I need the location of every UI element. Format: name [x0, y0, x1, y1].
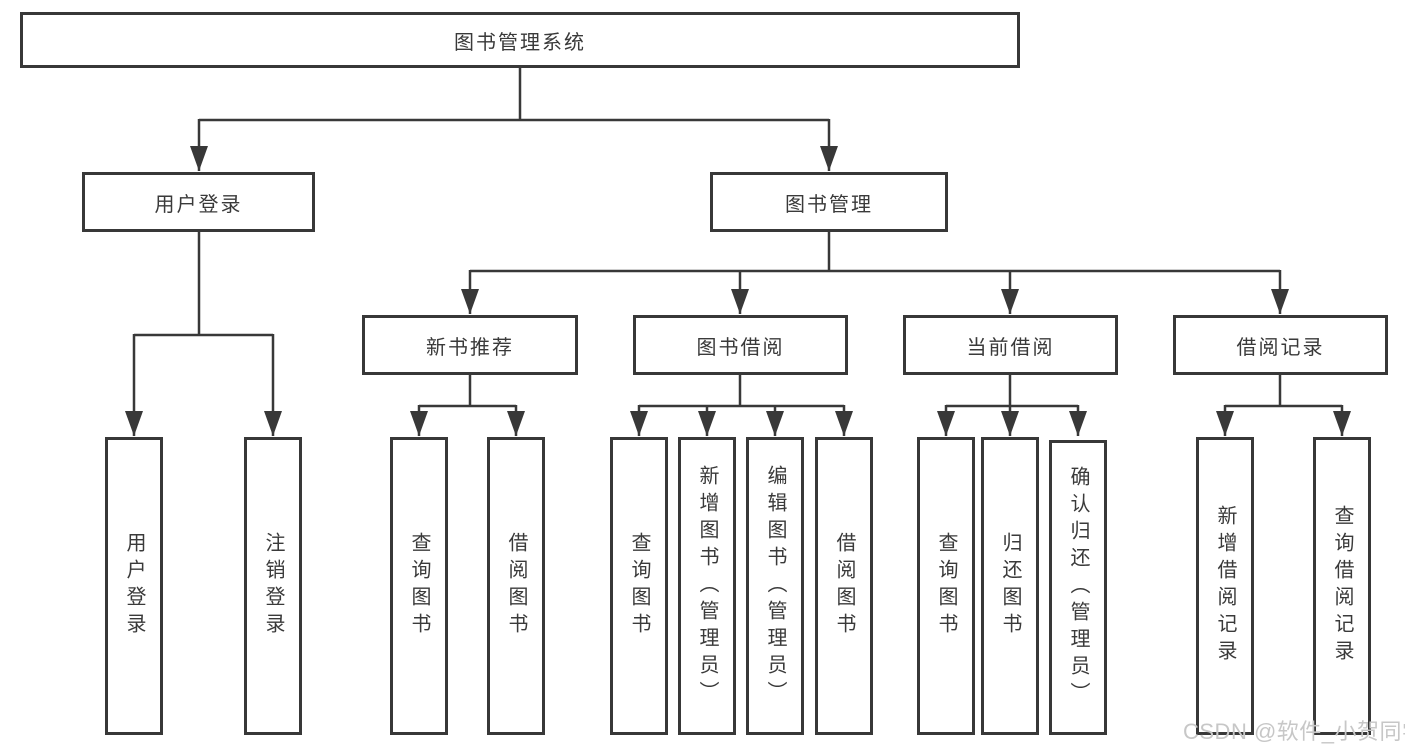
leaf-br-query-record: 查询借阅记录	[1313, 437, 1371, 735]
leaf-br-add-record: 新增借阅记录	[1196, 437, 1254, 735]
node-label: 查询借阅记录	[1331, 505, 1353, 667]
connector-user-rail	[134, 232, 273, 337]
leaf-bb-borrow-books: 借阅图书	[815, 437, 873, 735]
node-label: 编辑图书（管理员）	[764, 464, 786, 708]
node-label: 查询图书	[628, 532, 650, 640]
leaf-logout: 注销登录	[244, 437, 302, 735]
leaf-cb-query-books: 查询图书	[917, 437, 975, 735]
connector-book-rail	[470, 232, 1280, 273]
leaf-rec-query-books: 查询图书	[390, 437, 448, 735]
connector-rec-rail	[419, 375, 516, 408]
node-label: 当前借阅	[966, 336, 1055, 359]
node-new-book-recommend: 新书推荐	[362, 315, 578, 375]
leaf-bb-query-books: 查询图书	[610, 437, 668, 735]
node-book-borrowing: 图书借阅	[633, 315, 848, 375]
connector-cb-rail	[946, 375, 1078, 408]
node-label: 新增借阅记录	[1214, 505, 1236, 667]
node-label: 新书推荐	[426, 336, 514, 359]
node-user-login-branch: 用户登录	[82, 172, 315, 232]
node-label: 图书管理	[785, 193, 873, 216]
leaf-cb-return-books: 归还图书	[981, 437, 1039, 735]
node-borrowing-records: 借阅记录	[1173, 315, 1388, 375]
node-label: 借阅图书	[505, 532, 527, 640]
connector-br-rail	[1225, 375, 1342, 408]
node-label: 借阅图书	[833, 532, 855, 640]
node-label: 借阅记录	[1236, 336, 1325, 359]
node-label: 图书管理系统	[454, 31, 586, 54]
node-label: 用户登录	[123, 532, 145, 640]
leaf-cb-confirm-return-admin: 确认归还（管理员）	[1049, 440, 1107, 735]
leaf-rec-borrow-books: 借阅图书	[487, 437, 545, 735]
csdn-watermark: CSDN @软件_小贺同学	[1183, 719, 1405, 744]
connector-bb-rail	[639, 375, 844, 408]
node-label: 确认归还（管理员）	[1067, 466, 1089, 709]
node-book-management: 图书管理	[710, 172, 948, 232]
node-label: 查询图书	[935, 532, 957, 640]
node-label: 注销登录	[262, 532, 284, 640]
node-label: 新增图书（管理员）	[696, 464, 718, 708]
node-root-system: 图书管理系统	[20, 12, 1020, 68]
node-current-borrowing: 当前借阅	[903, 315, 1118, 375]
leaf-user-login: 用户登录	[105, 437, 163, 735]
leaf-bb-add-books-admin: 新增图书（管理员）	[678, 437, 736, 735]
node-label: 归还图书	[999, 532, 1021, 640]
node-label: 图书借阅	[696, 336, 785, 359]
connector-root-rail	[199, 66, 829, 122]
node-label: 用户登录	[154, 193, 243, 216]
node-label: 查询图书	[408, 532, 430, 640]
leaf-bb-edit-books-admin: 编辑图书（管理员）	[746, 437, 804, 735]
